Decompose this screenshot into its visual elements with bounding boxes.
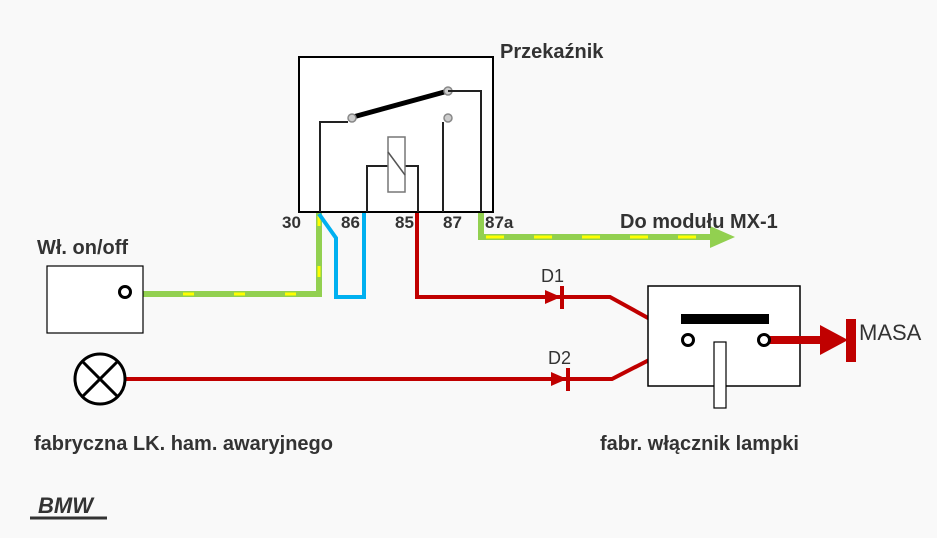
on-off-switch xyxy=(46,265,144,334)
relay-title: Przekaźnik xyxy=(500,41,604,63)
pin-86-label: 86 xyxy=(341,213,360,232)
ground-bar-icon xyxy=(846,319,856,362)
lamp-icon xyxy=(73,352,127,406)
wire-87a-to-module xyxy=(478,213,735,248)
relay-contact-87 xyxy=(443,113,453,123)
arrow-to-ground-icon xyxy=(820,325,848,355)
diode-d2-label: D2 xyxy=(548,348,571,368)
brand-label: BMW xyxy=(38,493,95,518)
diode-d1-label: D1 xyxy=(541,266,564,286)
arrow-to-module-icon xyxy=(710,226,735,248)
switch-label: Wł. on/off xyxy=(37,237,128,259)
wire-86-loop xyxy=(317,212,366,299)
pin-30-label: 30 xyxy=(282,213,301,232)
pin-87-label: 87 xyxy=(443,213,462,232)
relay xyxy=(298,56,494,213)
wire-to-ground xyxy=(768,319,856,362)
lamp-switch-bar xyxy=(681,314,769,324)
switch-terminal xyxy=(118,285,132,299)
relay-coil-diagonal xyxy=(387,151,406,176)
module-label: Do modułu MX-1 xyxy=(620,211,778,233)
lamp-switch xyxy=(647,285,801,409)
wire-lamp-to-switch xyxy=(125,338,689,381)
relay-armature xyxy=(352,88,449,120)
lamp-switch-plunger xyxy=(713,341,727,409)
ground-label: MASA xyxy=(859,320,922,345)
relay-contact-common xyxy=(347,113,357,123)
relay-wire-87a xyxy=(448,90,482,212)
lamp-switch-terminal-left xyxy=(681,333,695,347)
lamp-switch-label: fabr. włącznik lampki xyxy=(600,433,799,455)
diode-d2 xyxy=(551,368,570,391)
pin-85-label: 85 xyxy=(395,213,414,232)
relay-wire-30 xyxy=(319,121,348,212)
pin-87a-label: 87a xyxy=(485,213,514,232)
diode-d1 xyxy=(545,286,564,309)
lamp-label: fabryczna LK. ham. awaryjnego xyxy=(34,433,333,455)
lamp-switch-terminal-right xyxy=(757,333,771,347)
wire-switch-to-30 xyxy=(126,213,322,297)
